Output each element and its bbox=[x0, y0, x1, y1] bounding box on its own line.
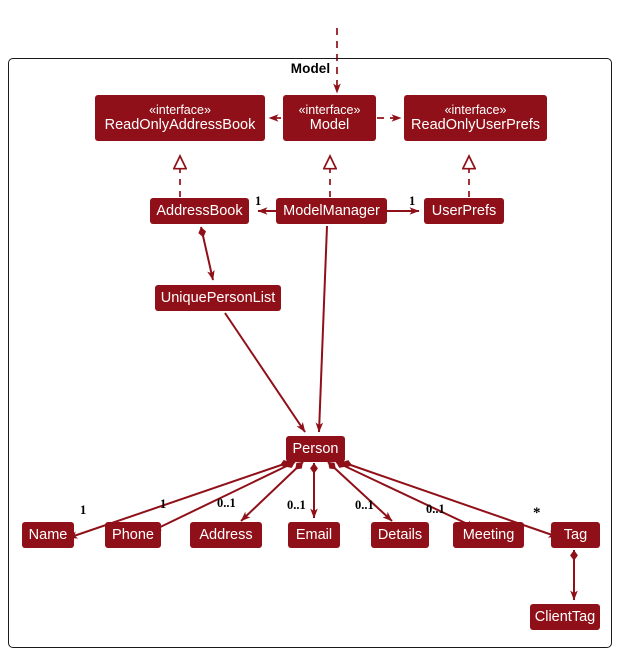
class-name-label: Person bbox=[292, 440, 339, 457]
multiplicity-label-phone: 1 bbox=[160, 497, 167, 511]
class-name-label: Name bbox=[28, 526, 68, 543]
edge-modelmanager-to-person bbox=[315, 225, 328, 433]
class-box-clienttag[interactable]: ClientTag bbox=[530, 604, 600, 630]
class-box-readonlyuserprefs[interactable]: «interface» ReadOnlyUserPrefs bbox=[404, 95, 547, 141]
multiplicity-label-details: 0..1 bbox=[355, 498, 374, 512]
class-name-label: AddressBook bbox=[156, 202, 243, 219]
stereotype-label: «interface» bbox=[444, 102, 507, 117]
class-name-label: Address bbox=[199, 526, 253, 543]
class-box-addressbook[interactable]: AddressBook bbox=[150, 198, 249, 224]
class-box-phone[interactable]: Phone bbox=[105, 522, 161, 548]
class-box-model[interactable]: «interface» Model bbox=[283, 95, 376, 141]
multiplicity-label-email: 0..1 bbox=[287, 498, 306, 512]
class-name-label: Meeting bbox=[462, 526, 515, 543]
class-box-name[interactable]: Name bbox=[22, 522, 74, 548]
class-box-email[interactable]: Email bbox=[288, 522, 340, 548]
multiplicity-label-name: 1 bbox=[80, 503, 87, 517]
class-box-modelmanager[interactable]: ModelManager bbox=[276, 198, 387, 224]
class-box-uniquepersonlist[interactable]: UniquePersonList bbox=[155, 285, 281, 311]
class-name-label: Phone bbox=[112, 526, 154, 543]
class-name-label: UserPrefs bbox=[431, 202, 497, 219]
edge-addressbook-to-uniquepersonlist bbox=[198, 226, 215, 281]
class-box-tag[interactable]: Tag bbox=[551, 522, 600, 548]
stereotype-label: «interface» bbox=[298, 102, 361, 117]
class-box-readonlyaddressbook[interactable]: «interface» ReadOnlyAddressBook bbox=[95, 95, 265, 141]
class-name-label: Model bbox=[309, 116, 350, 133]
class-name-label: ClientTag bbox=[534, 608, 596, 625]
multiplicity-label-tag: * bbox=[533, 505, 541, 521]
class-name-label: UniquePersonList bbox=[160, 289, 276, 306]
package-title: Model bbox=[290, 61, 331, 76]
class-name-label: Details bbox=[377, 526, 423, 543]
class-name-label: ModelManager bbox=[283, 202, 380, 219]
class-name-label: ReadOnlyUserPrefs bbox=[411, 116, 540, 133]
package-border-model bbox=[8, 58, 612, 648]
multiplicity-label-address: 0..1 bbox=[217, 496, 236, 510]
multiplicity-label-addressbook: 1 bbox=[255, 194, 262, 208]
edge-uniquepersonlist-to-person bbox=[224, 312, 306, 433]
multiplicity-label-userprefs: 1 bbox=[409, 194, 416, 208]
class-name-label: Tag bbox=[563, 526, 588, 543]
class-box-meeting[interactable]: Meeting bbox=[453, 522, 524, 548]
stereotype-label: «interface» bbox=[149, 102, 211, 117]
class-box-details[interactable]: Details bbox=[371, 522, 429, 548]
class-name-label: Email bbox=[295, 526, 333, 543]
class-box-person[interactable]: Person bbox=[286, 436, 345, 462]
class-box-address[interactable]: Address bbox=[190, 522, 262, 548]
multiplicity-label-meeting: 0..1 bbox=[426, 502, 445, 516]
class-name-label: ReadOnlyAddressBook bbox=[104, 116, 256, 133]
edge-person-to-address bbox=[240, 461, 304, 522]
class-box-userprefs[interactable]: UserPrefs bbox=[424, 198, 504, 224]
